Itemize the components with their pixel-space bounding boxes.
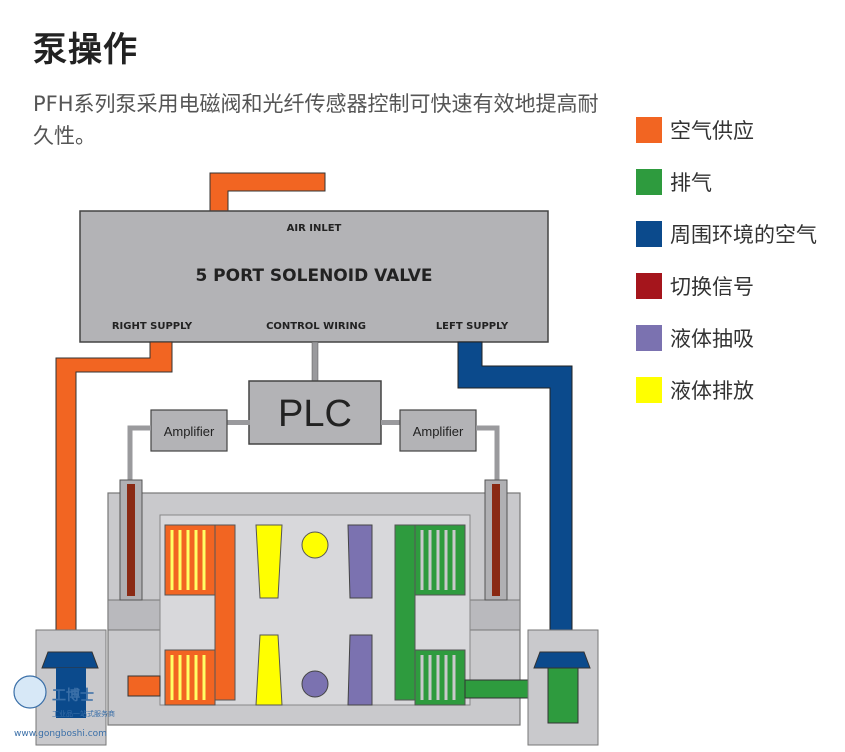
right-valve-stem <box>547 667 579 724</box>
legend-swatch <box>636 325 662 351</box>
air-inlet-pipe <box>209 172 326 213</box>
legend-swatch <box>636 221 662 247</box>
left-air-channel <box>214 524 236 701</box>
check-ball-upper <box>301 531 329 559</box>
legend-label: 液体排放 <box>670 379 754 403</box>
sensor-signal-left <box>127 484 135 596</box>
legend-item-air-supply: 空气供应 <box>636 104 817 156</box>
suction-lower <box>347 634 373 706</box>
air-inlet-label: AIR INLET <box>287 223 342 234</box>
left-supply-label: LEFT SUPPLY <box>436 321 509 332</box>
suction-upper <box>347 524 373 599</box>
legend-item-ambient-air: 周围环境的空气 <box>636 208 817 260</box>
description: PFH系列泵采用电磁阀和光纤传感器控制可快速有效地提高耐久性。 <box>33 92 599 148</box>
legend-swatch <box>636 377 662 403</box>
right-valve-cap <box>533 651 591 669</box>
watermark-brand: 工博士 <box>52 687 94 704</box>
legend-swatch <box>636 273 662 299</box>
amplifier-right <box>399 409 477 452</box>
watermark-url: www.gongboshi.com <box>14 729 107 739</box>
check-ball-lower <box>301 670 329 698</box>
sensor-cable-left <box>127 425 151 480</box>
legend-item-liquid-discharge: 液体排放 <box>636 364 817 416</box>
watermark-logo <box>13 675 47 709</box>
left-valve-stem <box>56 668 86 718</box>
legend-item-liquid-suction: 液体抽吸 <box>636 312 817 364</box>
legend: 空气供应 排气 周围环境的空气 切换信号 液体抽吸 液体排放 <box>636 104 817 416</box>
legend-label: 排气 <box>670 171 712 195</box>
legend-label: 空气供应 <box>670 119 754 143</box>
amplifier-right-label: Amplifier <box>413 424 464 439</box>
sensor-signal-right <box>492 484 500 596</box>
legend-item-exhaust: 排气 <box>636 156 817 208</box>
legend-label: 周围环境的空气 <box>670 223 817 247</box>
orange-feed <box>127 675 161 697</box>
page-title: 泵操作 <box>33 30 138 70</box>
right-lower-coil <box>420 655 456 700</box>
amplifier-left <box>150 409 228 452</box>
wire-plc-left <box>226 420 250 425</box>
discharge-upper <box>255 524 283 599</box>
legend-item-switch-signal: 切换信号 <box>636 260 817 312</box>
solenoid-valve <box>79 210 549 343</box>
right-upper-coil <box>420 530 456 590</box>
plc-box <box>248 380 382 445</box>
legend-swatch <box>636 117 662 143</box>
control-wire <box>311 341 319 383</box>
discharge-lower <box>255 634 283 706</box>
sensor-cable-right <box>476 425 500 480</box>
legend-label: 液体抽吸 <box>670 327 754 351</box>
legend-swatch <box>636 169 662 195</box>
control-wiring-label: CONTROL WIRING <box>266 321 366 332</box>
left-valve-cap <box>41 651 99 669</box>
right-supply-label: RIGHT SUPPLY <box>112 321 193 332</box>
right-exhaust-channel <box>394 524 416 701</box>
amplifier-left-label: Amplifier <box>164 424 215 439</box>
plc-label: PLC <box>278 393 352 435</box>
watermark-tagline: 工业品一站式服务商 <box>52 709 115 718</box>
legend-label: 切换信号 <box>670 275 754 299</box>
left-upper-coil <box>170 530 206 590</box>
wire-plc-right <box>381 420 401 425</box>
left-lower-coil <box>170 655 206 700</box>
valve-title: 5 PORT SOLENOID VALVE <box>195 266 432 286</box>
